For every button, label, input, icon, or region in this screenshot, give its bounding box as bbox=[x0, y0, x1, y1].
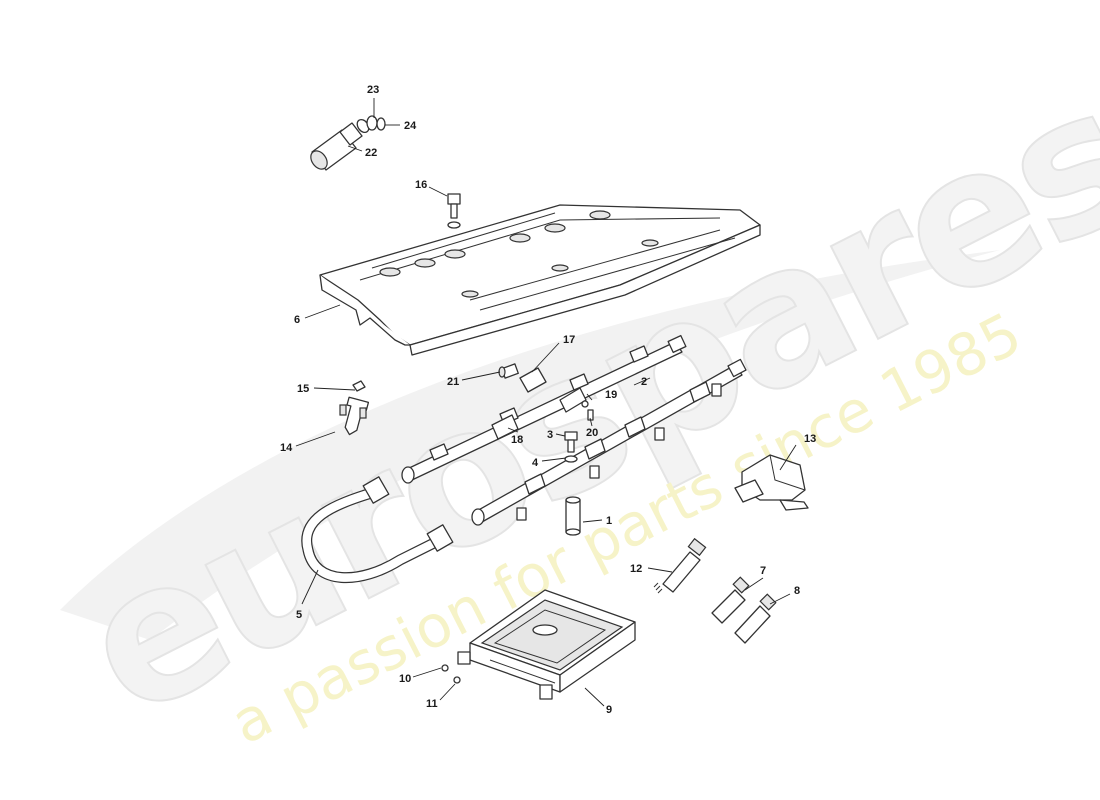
sensor-part-13 bbox=[734, 454, 809, 511]
watermark-swoosh bbox=[60, 250, 1000, 640]
callout-2: 2 bbox=[641, 376, 647, 388]
callout-11: 11 bbox=[426, 698, 438, 710]
callout-10: 10 bbox=[399, 673, 411, 685]
callout-8: 8 bbox=[794, 585, 800, 597]
o-ring-part-24 bbox=[376, 117, 386, 131]
callout-3: 3 bbox=[547, 429, 553, 441]
seal-part-11 bbox=[453, 676, 461, 684]
callout-24: 24 bbox=[404, 120, 417, 132]
callout-14: 14 bbox=[280, 442, 293, 454]
seal-part-10 bbox=[441, 664, 449, 672]
callout-9: 9 bbox=[606, 704, 612, 716]
engine-cover-part-6 bbox=[319, 204, 761, 356]
injector-part-14 bbox=[339, 396, 370, 436]
sensor-part-8 bbox=[734, 593, 777, 644]
callout-labels: 23 24 22 16 6 17 21 2 15 19 20 18 3 14 1… bbox=[280, 84, 816, 716]
bracket-part-18 bbox=[491, 414, 519, 440]
sensor-part-7 bbox=[711, 576, 750, 624]
clamp-part-17 bbox=[519, 367, 587, 413]
sensor-part-22 bbox=[310, 118, 370, 171]
screw-part-19 bbox=[581, 400, 589, 408]
fuel-rail-part-2 bbox=[401, 334, 747, 526]
callout-15: 15 bbox=[297, 383, 309, 395]
callout-22: 22 bbox=[365, 147, 377, 159]
callout-7: 7 bbox=[760, 565, 766, 577]
callout-5: 5 bbox=[296, 609, 302, 621]
callout-4: 4 bbox=[532, 457, 539, 469]
o-ring-part-23 bbox=[366, 115, 378, 131]
callout-1: 1 bbox=[606, 515, 612, 527]
washer-part-4 bbox=[564, 455, 578, 463]
callout-20: 20 bbox=[586, 427, 598, 439]
spacer-part-1 bbox=[565, 496, 581, 536]
fuel-hose-part-5 bbox=[301, 476, 454, 584]
callout-13: 13 bbox=[804, 433, 816, 445]
bolt-part-16 bbox=[447, 193, 461, 229]
callout-12: 12 bbox=[630, 563, 642, 575]
clip-part-15 bbox=[352, 380, 366, 392]
callout-6: 6 bbox=[294, 314, 300, 326]
callout-16: 16 bbox=[415, 179, 427, 191]
callout-18: 18 bbox=[511, 434, 523, 446]
leader-lines bbox=[295, 98, 797, 707]
sensor-part-12 bbox=[653, 537, 707, 594]
callout-19: 19 bbox=[605, 389, 617, 401]
callout-21: 21 bbox=[447, 376, 459, 388]
callout-17: 17 bbox=[563, 334, 575, 346]
ecu-part-9 bbox=[457, 589, 636, 700]
callout-23: 23 bbox=[367, 84, 379, 96]
bolt-part-3 bbox=[564, 431, 578, 453]
